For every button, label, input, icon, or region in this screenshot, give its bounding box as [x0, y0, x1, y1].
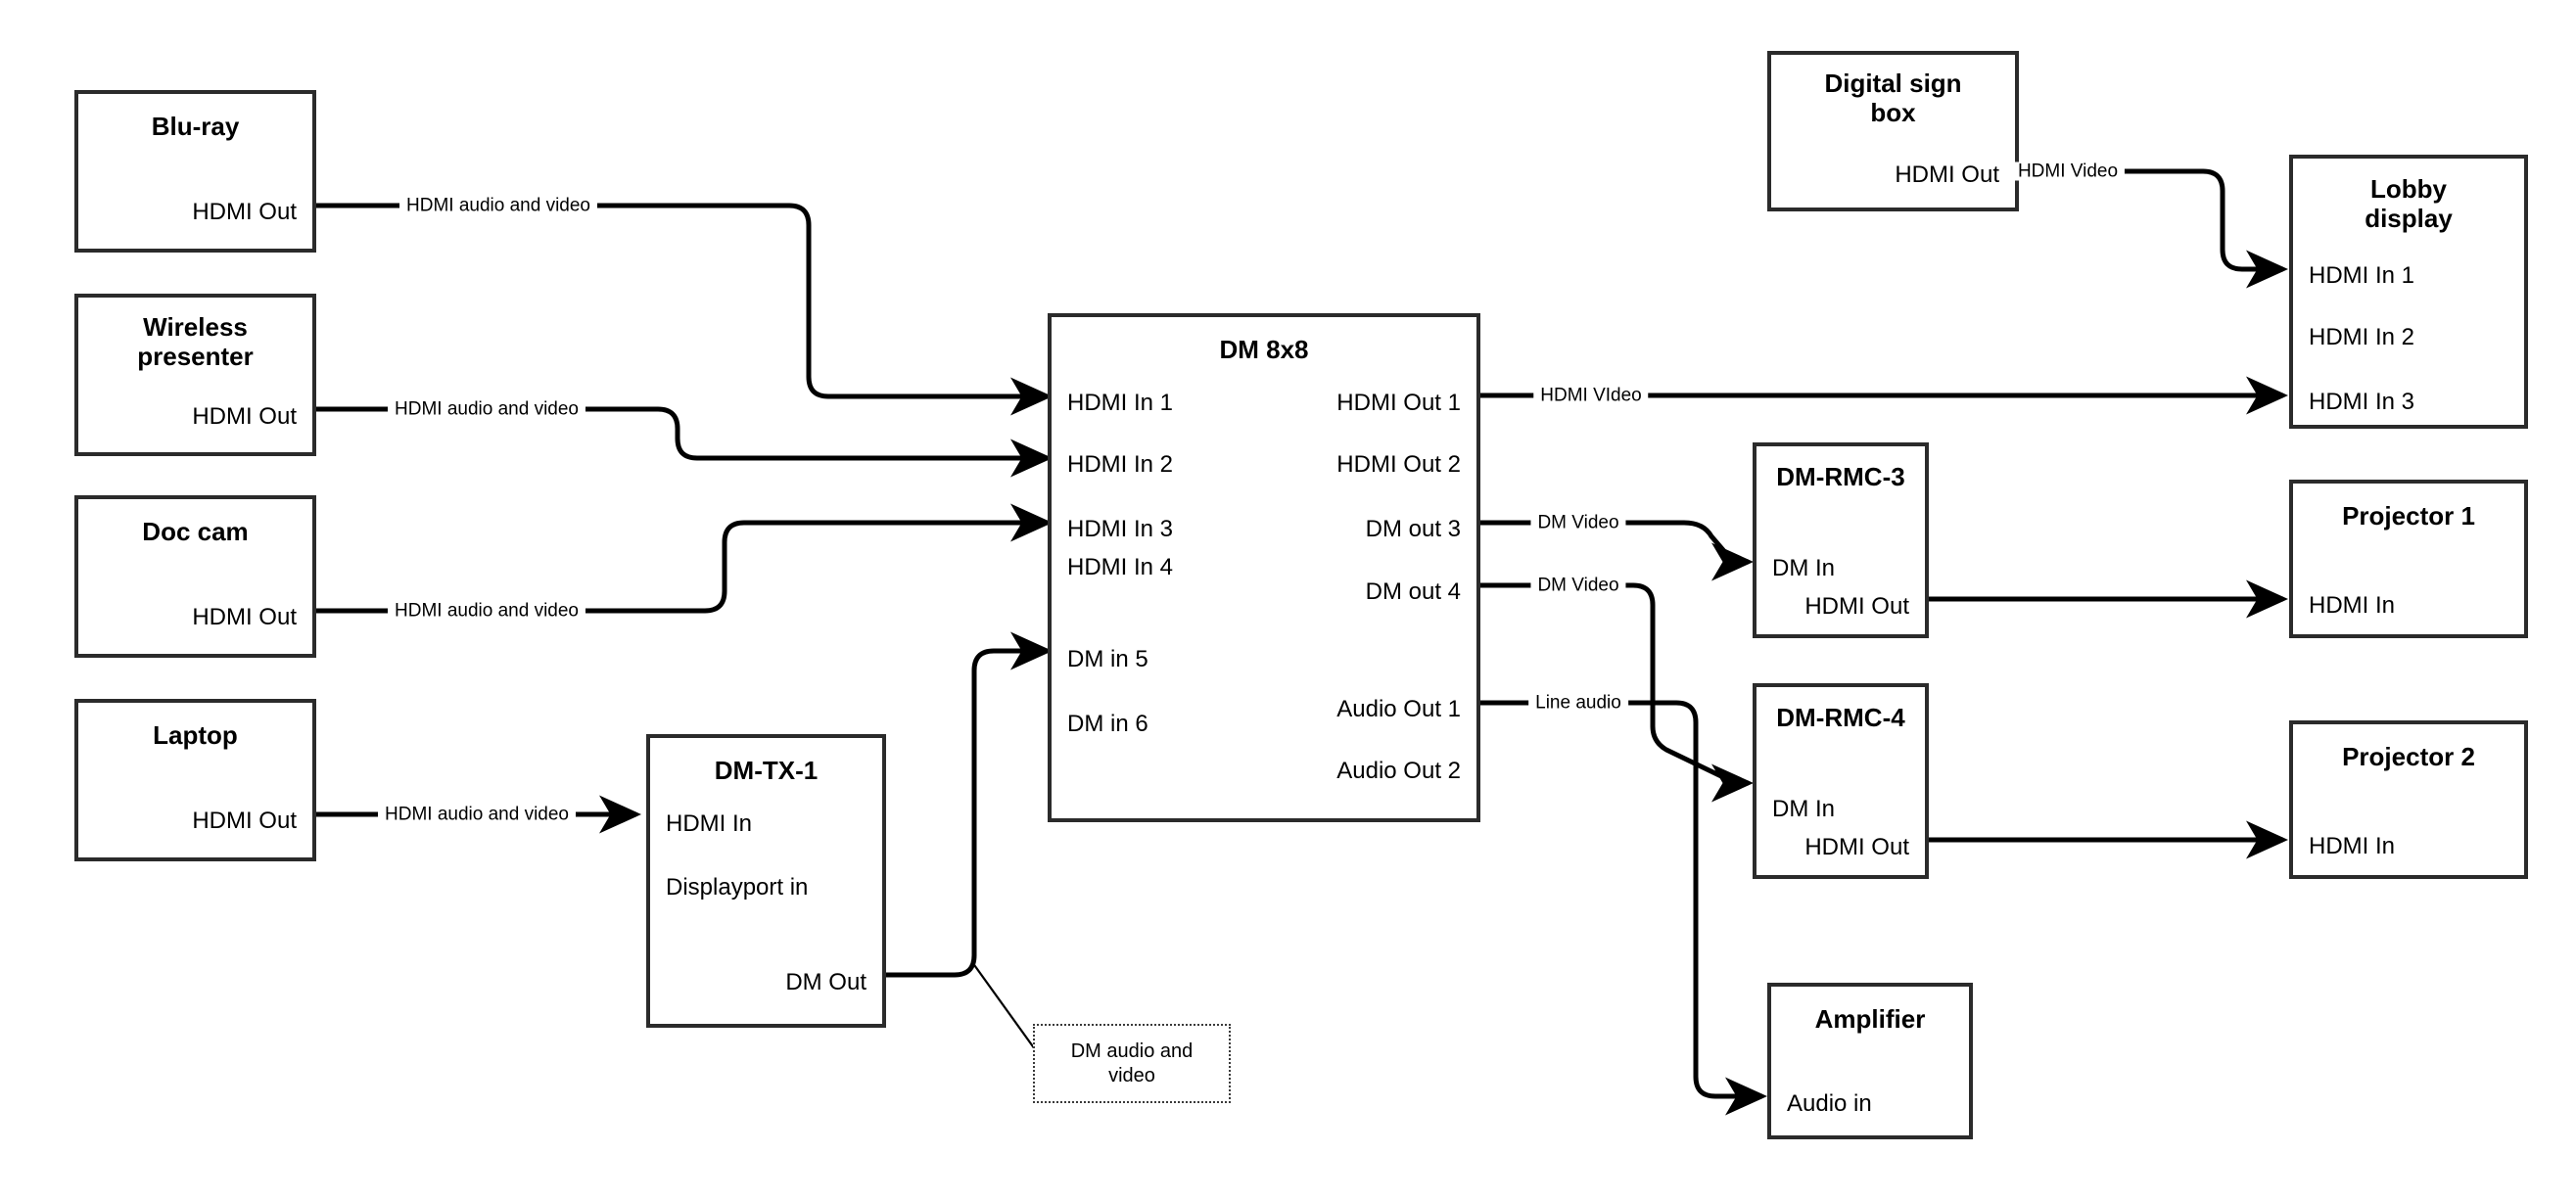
port-hdmi-in-1: HDMI In 1 — [2309, 262, 2415, 289]
wire-label-dm-video-out3: DM Video — [1530, 513, 1626, 532]
port-hdmi-out-2: HDMI Out 2 — [1336, 451, 1461, 478]
device-title: Amplifier — [1814, 1004, 1926, 1034]
callout-line-1: DM audio and — [1070, 1039, 1194, 1062]
port-dm-out-4: DM out 4 — [1365, 578, 1461, 605]
port-hdmi-in: HDMI In — [2309, 592, 2396, 619]
device-title-line-2: box — [1870, 98, 1916, 127]
wire-label-dm-video-out4: DM Video — [1530, 576, 1626, 595]
device-digital-sign-box[interactable]: Digital sign box HDMI Out — [1767, 51, 2019, 211]
port-dm-in-5: DM in 5 — [1067, 646, 1148, 672]
callout-line-2: video — [1108, 1064, 1155, 1086]
port-audio-in: Audio in — [1787, 1090, 1872, 1117]
port-hdmi-in-4: HDMI In 4 — [1067, 554, 1174, 580]
device-projector-2[interactable]: Projector 2 HDMI In — [2289, 720, 2528, 879]
wire-bluray-to-hdmi-in-1 — [315, 203, 1054, 416]
port-hdmi-in-3: HDMI In 3 — [1067, 516, 1174, 542]
wire-dm-out-3-to-rmc3 — [1480, 520, 1755, 581]
port-displayport-in: Displayport in — [666, 874, 809, 901]
port-audio-out-2: Audio Out 2 — [1336, 758, 1461, 784]
port-dm-in-6: DM in 6 — [1067, 711, 1148, 737]
port-hdmi-in: HDMI In — [2309, 833, 2396, 859]
port-hdmi-out: HDMI Out — [192, 199, 297, 225]
port-audio-out-1: Audio Out 1 — [1336, 696, 1461, 722]
device-title-line-1: Wireless — [143, 312, 248, 342]
wire-label-laptop: HDMI audio and video — [378, 805, 576, 824]
port-hdmi-out: HDMI Out — [192, 604, 297, 630]
port-hdmi-in-1: HDMI In 1 — [1067, 390, 1174, 416]
wire-label-signbox-hdmi-video: HDMI Video — [2010, 162, 2126, 181]
device-title-line-2: presenter — [137, 342, 254, 371]
wire-label-wireless: HDMI audio and video — [388, 399, 585, 419]
port-hdmi-in-2: HDMI In 2 — [2309, 324, 2415, 350]
wire-label-line-audio: Line audio — [1528, 693, 1628, 713]
device-title: Doc cam — [142, 517, 249, 546]
device-title: Projector 2 — [2342, 742, 2475, 771]
port-hdmi-out: HDMI Out — [192, 808, 297, 834]
wire-label-hdmi-video-out1: HDMI VIdeo — [1533, 386, 1649, 405]
device-title: DM 8x8 — [1219, 335, 1309, 364]
wire-wireless-to-hdmi-in-2 — [315, 406, 1054, 478]
device-wireless-presenter[interactable]: Wireless presenter HDMI Out — [74, 294, 316, 456]
device-title: Laptop — [153, 720, 238, 750]
port-hdmi-out: HDMI Out — [1804, 593, 1909, 620]
wire-doccam-to-hdmi-in-3 — [315, 503, 1054, 614]
callout-text: DM audio and video — [1071, 1039, 1194, 1088]
leader-line-dm-audio-video — [971, 961, 1036, 1050]
device-title-line-1: Digital sign — [1824, 69, 1962, 98]
device-lobby-display[interactable]: Lobby display HDMI In 1 HDMI In 2 HDMI I… — [2289, 155, 2528, 429]
port-dm-out-3: DM out 3 — [1365, 516, 1461, 542]
port-hdmi-in-3: HDMI In 3 — [2309, 389, 2415, 415]
device-laptop[interactable]: Laptop HDMI Out — [74, 699, 316, 861]
device-title: DM-TX-1 — [714, 756, 819, 785]
device-dm-rmc-3[interactable]: DM-RMC-3 DM In HDMI Out — [1753, 442, 1929, 638]
device-amplifier[interactable]: Amplifier Audio in — [1767, 983, 1973, 1139]
port-dm-in: DM In — [1772, 796, 1836, 822]
wire-label-bluray: HDMI audio and video — [399, 196, 597, 215]
wire-dm-out-4-to-rmc4 — [1480, 582, 1755, 803]
device-title-line-1: Lobby — [2370, 174, 2447, 204]
device-dm-8x8[interactable]: DM 8x8 HDMI In 1 HDMI In 2 HDMI In 3 HDM… — [1048, 313, 1480, 822]
port-hdmi-out-1: HDMI Out 1 — [1336, 390, 1461, 416]
port-dm-out: DM Out — [785, 969, 866, 995]
port-hdmi-out: HDMI Out — [192, 403, 297, 430]
device-bluray[interactable]: Blu-ray HDMI Out — [74, 90, 316, 253]
port-hdmi-out: HDMI Out — [1895, 162, 1999, 188]
device-doc-cam[interactable]: Doc cam HDMI Out — [74, 495, 316, 658]
device-title-line-2: display — [2365, 204, 2453, 233]
port-hdmi-in: HDMI In — [666, 810, 753, 837]
device-title: DM-RMC-4 — [1776, 703, 1905, 732]
wire-audio-out-1-to-amplifier — [1480, 700, 1768, 1116]
device-title: Blu-ray — [151, 112, 240, 141]
wire-signbox-to-lobby-hdmi-in-1 — [1921, 168, 2289, 289]
device-dm-tx-1[interactable]: DM-TX-1 HDMI In Displayport in DM Out — [646, 734, 886, 1028]
port-hdmi-out: HDMI Out — [1804, 834, 1909, 860]
port-hdmi-in-2: HDMI In 2 — [1067, 451, 1174, 478]
device-projector-1[interactable]: Projector 1 HDMI In — [2289, 480, 2528, 638]
port-dm-in: DM In — [1772, 555, 1836, 581]
callout-dm-audio-and-video: DM audio and video — [1033, 1024, 1231, 1103]
device-title: DM-RMC-3 — [1776, 462, 1905, 491]
wire-label-doccam: HDMI audio and video — [388, 601, 585, 621]
device-dm-rmc-4[interactable]: DM-RMC-4 DM In HDMI Out — [1753, 683, 1929, 879]
wire-dmtx1-to-dm-in-5 — [886, 631, 1054, 978]
device-title: Projector 1 — [2342, 501, 2475, 531]
